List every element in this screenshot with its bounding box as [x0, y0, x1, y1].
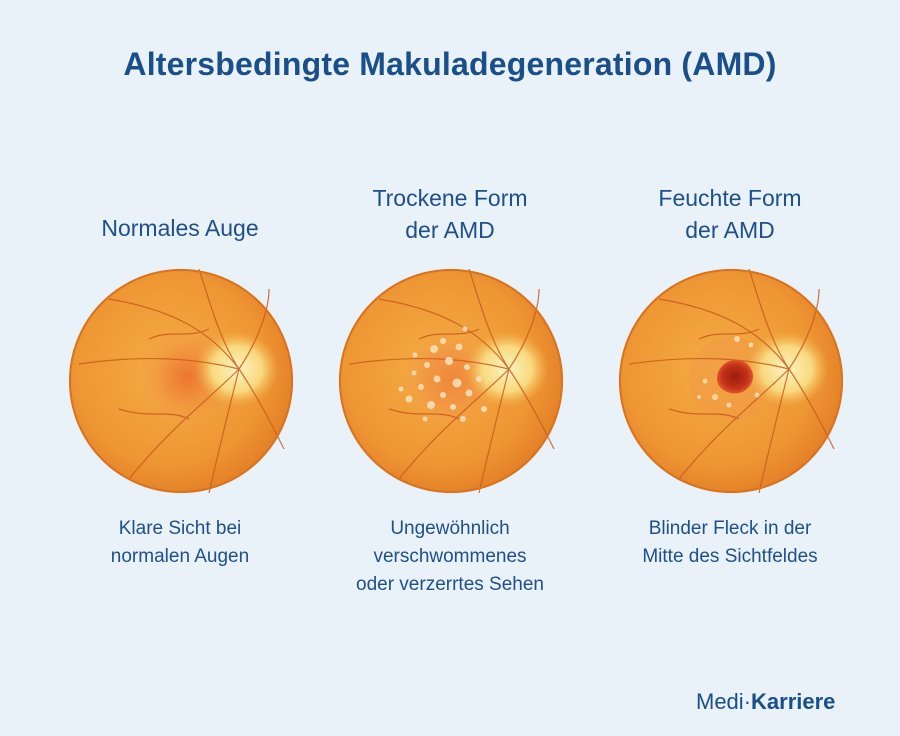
heading-dry-amd: Trockene Form der AMD [310, 182, 590, 246]
caption-line: Klare Sicht bei [118, 518, 242, 539]
caption-line: Mitte des Sichtfeldes [642, 546, 818, 567]
caption-line: verschwommenes [373, 546, 527, 567]
heading-line: der AMD [405, 217, 495, 243]
heading-line: Trockene Form [372, 185, 528, 211]
retinal-vessels [348, 269, 555, 493]
caption-dry-amd: Ungewöhnlich verschwommenes oder verzerr… [310, 515, 590, 599]
drusen-deposits [398, 326, 487, 422]
retinal-vessels [628, 269, 835, 493]
blind-spot-lesion [717, 360, 754, 394]
fundus-normal-illustration [69, 269, 293, 493]
caption-normal-eye: Klare Sicht bei normalen Augen [40, 515, 320, 571]
column-dry-amd: Trockene Form der AMD [310, 180, 590, 610]
heading-normal-eye: Normales Auge [40, 212, 320, 244]
heading-line: Feuchte Form [658, 185, 802, 211]
fundus-wet-amd-illustration [619, 269, 843, 493]
caption-line: Blinder Fleck in der [648, 518, 812, 539]
brand-part2: Karriere [751, 689, 836, 714]
caption-line: Ungewöhnlich [390, 518, 510, 539]
brand-logo: Medi·Karriere [696, 689, 835, 715]
column-normal-eye: Normales Auge [40, 180, 320, 610]
brand-separator: · [743, 689, 752, 714]
retinal-vessels [78, 269, 285, 493]
heading-wet-amd: Feuchte Form der AMD [590, 182, 870, 246]
caption-line: normalen Augen [110, 546, 250, 567]
caption-line: oder verzerrtes Sehen [356, 574, 544, 595]
column-wet-amd: Feuchte Form der AMD [590, 180, 870, 610]
caption-wet-amd: Blinder Fleck in der Mitte des Sichtfeld… [590, 515, 870, 571]
page-title: Altersbedingte Makuladegeneration (AMD) [123, 46, 777, 82]
brand-part1: Medi [696, 689, 744, 714]
heading-line: der AMD [685, 217, 775, 243]
heading-line: Normales Auge [101, 215, 259, 241]
exudate-spots [697, 336, 760, 408]
fundus-dry-amd-illustration [339, 269, 563, 493]
